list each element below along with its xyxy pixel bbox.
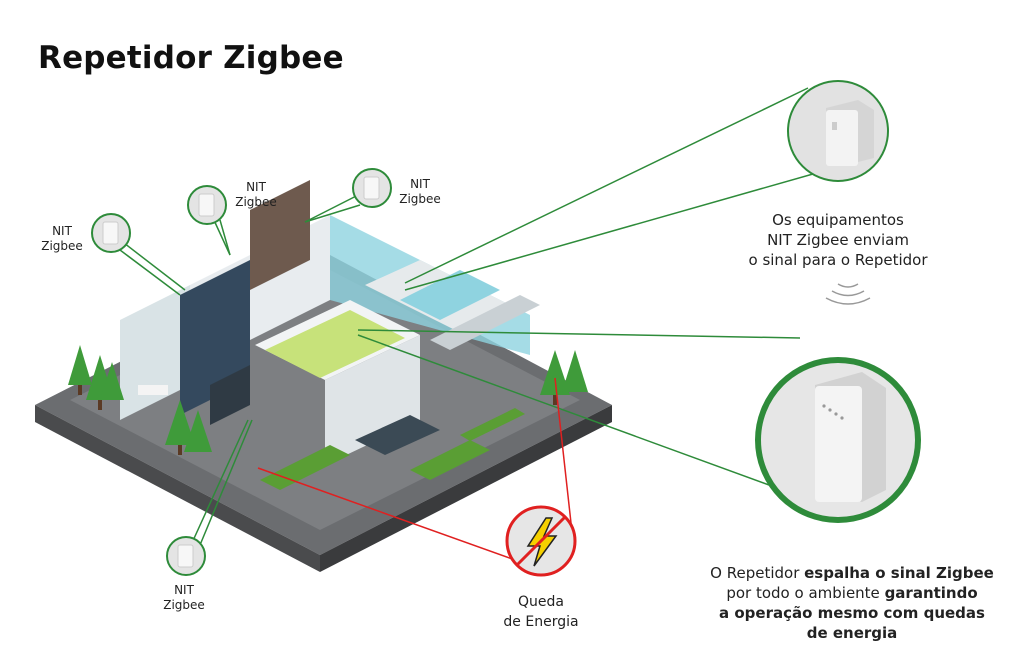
device-label-line: NIT [52, 224, 72, 238]
device-label-line: NIT [410, 177, 430, 191]
device-circle [91, 213, 131, 253]
power-outage-line: Queda [518, 594, 564, 610]
device-label-line: Zigbee [399, 192, 441, 206]
repeater-note-bold: espalha o sinal Zigbee [804, 564, 994, 582]
repeater-note-bold: de energia [806, 624, 898, 642]
device-label: NIT Zigbee [160, 583, 208, 613]
repeater-circle [755, 357, 921, 523]
repeater-note-bold: garantindo [884, 584, 978, 602]
device-label-line: Zigbee [235, 195, 277, 209]
repeater-note-text: O Repetidor [710, 564, 805, 582]
power-outage-icon [505, 505, 577, 577]
trees [68, 345, 588, 455]
device-circle [187, 185, 227, 225]
repeater-note: O Repetidor espalha o sinal Zigbee por t… [680, 563, 1024, 643]
devices-note: Os equipamentos NIT Zigbee enviam o sina… [738, 210, 938, 270]
device-zoom-circle [787, 80, 889, 182]
signal-lines [110, 87, 821, 557]
device-label: NIT Zigbee [38, 224, 86, 254]
repeater-note-bold: a operação mesmo com quedas [719, 604, 985, 622]
device-label-line: NIT [174, 583, 194, 597]
devices-note-line: Os equipamentos [772, 211, 904, 229]
devices-note-line: o sinal para o Repetidor [748, 251, 928, 269]
page-title: Repetidor Zigbee [38, 40, 344, 76]
devices-note-line: NIT Zigbee enviam [767, 231, 909, 249]
device-label-line: Zigbee [163, 598, 205, 612]
outage-lines [257, 377, 573, 561]
device-label-line: Zigbee [41, 239, 83, 253]
power-outage-label: Queda de Energia [491, 592, 591, 632]
device-circle [166, 536, 206, 576]
device-circle [352, 168, 392, 208]
device-label: NIT Zigbee [396, 177, 444, 207]
device-label: NIT Zigbee [232, 180, 280, 210]
power-outage-line: de Energia [503, 614, 579, 630]
repeater-note-text: por todo o ambiente [726, 584, 885, 602]
device-label-line: NIT [246, 180, 266, 194]
signal-waves-icon [825, 283, 871, 305]
office-building [120, 180, 540, 490]
